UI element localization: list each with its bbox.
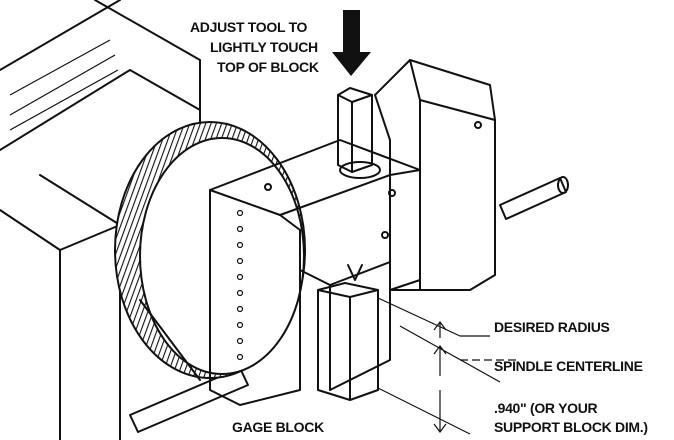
- label-support-block: .940" (OR YOUR SUPPORT BLOCK DIM.): [494, 400, 648, 435]
- support-label-line1: .940" (OR YOUR: [494, 400, 598, 416]
- gage-block-shape: [317, 282, 379, 401]
- gage-block-label: GAGE BLOCK: [232, 419, 324, 435]
- fixture-body: [209, 139, 421, 406]
- dimension-lines: [377, 297, 520, 435]
- adjust-label-line3: TOP OF BLOCK: [217, 59, 319, 75]
- label-adjust-tool: ADJUST TOOL TO LIGHTLY TOUCH TOP OF BLOC…: [190, 19, 319, 75]
- spindle-centerline-label: SPINDLE CENTERLINE: [494, 358, 643, 374]
- desired-radius-label: DESIRED RADIUS: [494, 319, 610, 335]
- down-arrow-icon: [332, 10, 371, 76]
- adjust-label-line2: LIGHTLY TOUCH: [210, 39, 318, 55]
- index-holes: [236, 209, 244, 361]
- tool-bit: [337, 87, 381, 281]
- support-label-line2: SUPPORT BLOCK DIM.): [494, 419, 648, 435]
- rod: [129, 176, 569, 433]
- adjust-label-line1: ADJUST TOOL TO: [190, 19, 308, 35]
